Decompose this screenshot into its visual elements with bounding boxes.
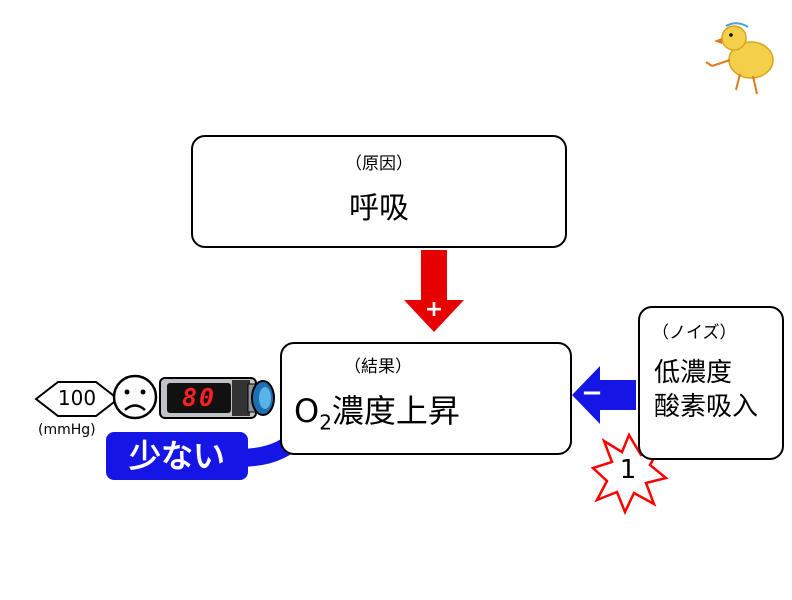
cause-text: 呼吸 <box>349 191 409 226</box>
plus-sign: + <box>424 297 444 322</box>
result-o: O <box>294 392 320 430</box>
minus-sign: − <box>581 378 603 408</box>
result-main-text: 濃度上昇 <box>331 392 460 430</box>
noise-box: （ノイズ） 低濃度 酸素吸入 <box>638 306 784 460</box>
sad-face-icon <box>112 374 158 420</box>
chick-mascot-icon <box>705 22 774 95</box>
result-subscript: 2 <box>319 410 332 435</box>
oximeter-display: 80 <box>181 383 217 412</box>
result-box: （結果） O2濃度上昇 <box>280 342 572 455</box>
result-label: （結果） <box>344 357 412 377</box>
cause-box: （原因） 呼吸 <box>191 135 567 248</box>
noise-line2: 酸素吸入 <box>654 392 759 422</box>
noise-line1: 低濃度 <box>654 358 733 388</box>
low-badge: 少ない <box>106 432 248 480</box>
cause-label: （原因） <box>345 154 413 174</box>
blue-minus-arrow <box>572 366 636 424</box>
noise-label: （ノイズ） <box>652 323 737 343</box>
red-plus-arrow <box>404 250 464 332</box>
monitor-value: 100 <box>57 386 97 410</box>
star-number: 1 <box>619 455 637 485</box>
result-text: O2濃度上昇 <box>294 386 460 434</box>
monitor-unit: (mmHg) <box>38 422 96 438</box>
pulse-oximeter-icon <box>159 377 275 419</box>
